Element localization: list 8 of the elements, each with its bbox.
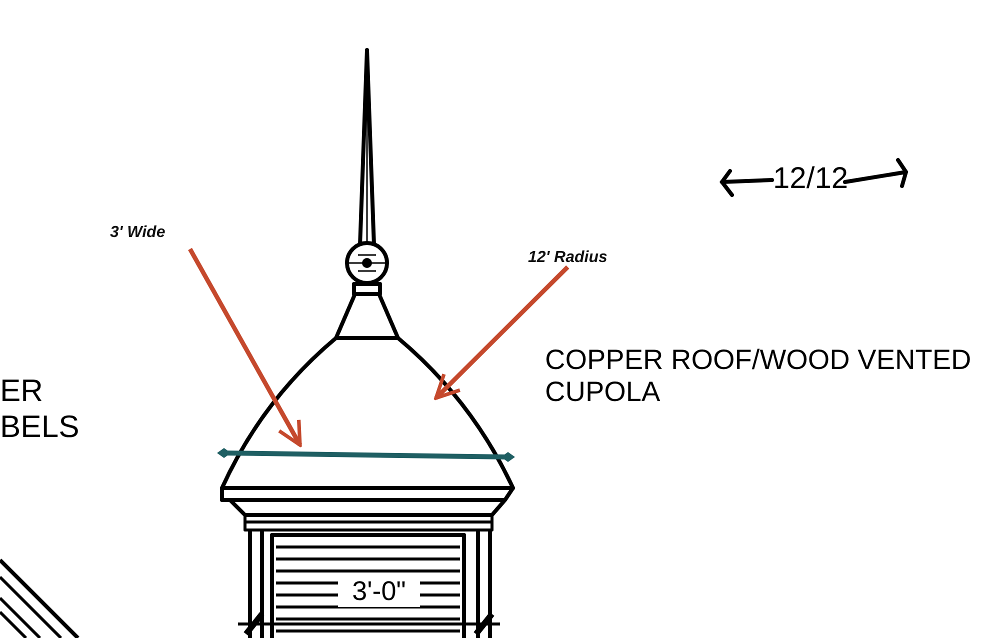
callout-text: 12' Radius	[528, 249, 608, 267]
note-text: COPPER ROOF/WOOD VENTED CUPOLA	[545, 344, 972, 408]
slope-label: 12/12	[773, 162, 847, 196]
width-bar	[216, 446, 516, 464]
leader-arrow	[434, 265, 570, 400]
note-text: ER BELS	[0, 373, 80, 444]
callout-text: 3' Wide	[110, 224, 166, 242]
leader-arrow	[188, 248, 302, 447]
